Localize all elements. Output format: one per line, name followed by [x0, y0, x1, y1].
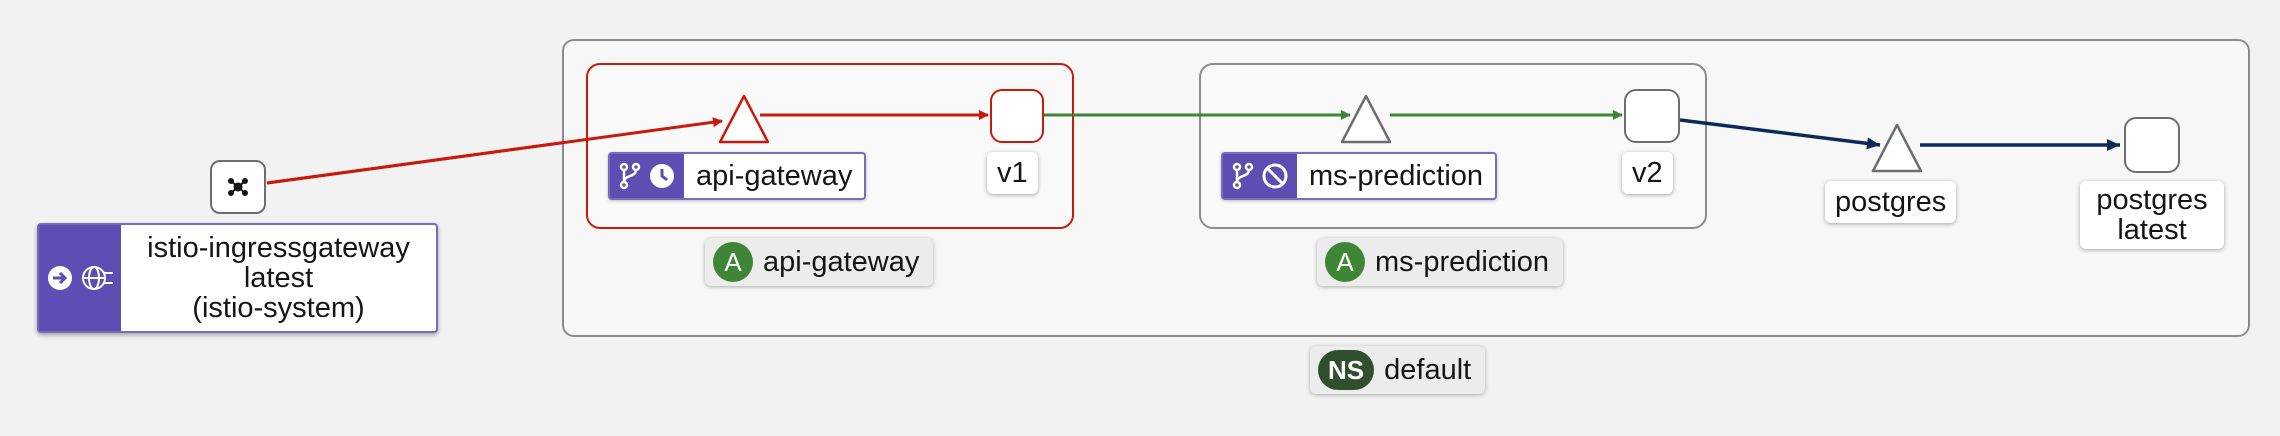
- service-node-ms-prediction[interactable]: [1339, 92, 1393, 146]
- ingress-gateway-label[interactable]: istio-ingressgateway latest (istio-syste…: [37, 223, 438, 333]
- service-name-api-gateway: api-gateway: [696, 159, 853, 192]
- service-label-ms-prediction[interactable]: ms-prediction: [1221, 152, 1498, 200]
- service-label-api-gateway[interactable]: api-gateway: [608, 152, 867, 200]
- app-name: ms-prediction: [1375, 245, 1550, 278]
- workload-label-v1: v1: [987, 152, 1038, 194]
- app-badge: A: [1325, 242, 1365, 282]
- ingress-gateway-icon: [48, 266, 72, 290]
- ingress-gateway-node[interactable]: [210, 160, 266, 214]
- app-name: api-gateway: [763, 245, 920, 278]
- traffic-source-icon: [228, 178, 248, 196]
- service-label-postgres: postgres: [1825, 181, 1957, 223]
- app-box-ms-prediction[interactable]: [1199, 63, 1707, 229]
- service-node-api-gateway[interactable]: [717, 92, 771, 146]
- service-badges: [610, 154, 684, 198]
- app-badge: A: [713, 242, 753, 282]
- circuit-breaker-icon: [650, 164, 674, 188]
- workload-label-v2: v2: [1622, 152, 1673, 194]
- app-label-ms-prediction[interactable]: A ms-prediction: [1317, 238, 1564, 286]
- service-name-ms-prediction: ms-prediction: [1309, 159, 1484, 192]
- workload-name: postgres: [2096, 184, 2208, 216]
- virtual-service-icon: [619, 162, 641, 190]
- app-label-api-gateway[interactable]: A api-gateway: [705, 238, 934, 286]
- workload-node-v2[interactable]: [1624, 89, 1680, 143]
- service-badges: [1223, 154, 1297, 198]
- no-entry-icon: [1262, 163, 1288, 189]
- namespace-badge: NS: [1318, 350, 1375, 390]
- virtual-service-icon: [1232, 162, 1254, 190]
- app-box-api-gateway[interactable]: [586, 63, 1074, 229]
- workload-label-postgres-latest: postgres latest: [2080, 181, 2224, 249]
- ingress-name: istio-ingressgateway: [147, 232, 410, 264]
- namespace-name: default: [1384, 353, 1472, 386]
- workload-node-v1[interactable]: [990, 89, 1044, 143]
- globe-icon: [82, 266, 113, 290]
- workload-node-postgres-latest[interactable]: [2124, 117, 2180, 173]
- ingress-version: latest: [243, 262, 314, 294]
- namespace-label[interactable]: NS default: [1310, 346, 1486, 394]
- service-node-postgres[interactable]: [1870, 121, 1924, 175]
- ingress-namespace: (istio-system): [192, 292, 365, 324]
- ingress-badges: [39, 225, 121, 331]
- workload-version: latest: [2117, 214, 2187, 246]
